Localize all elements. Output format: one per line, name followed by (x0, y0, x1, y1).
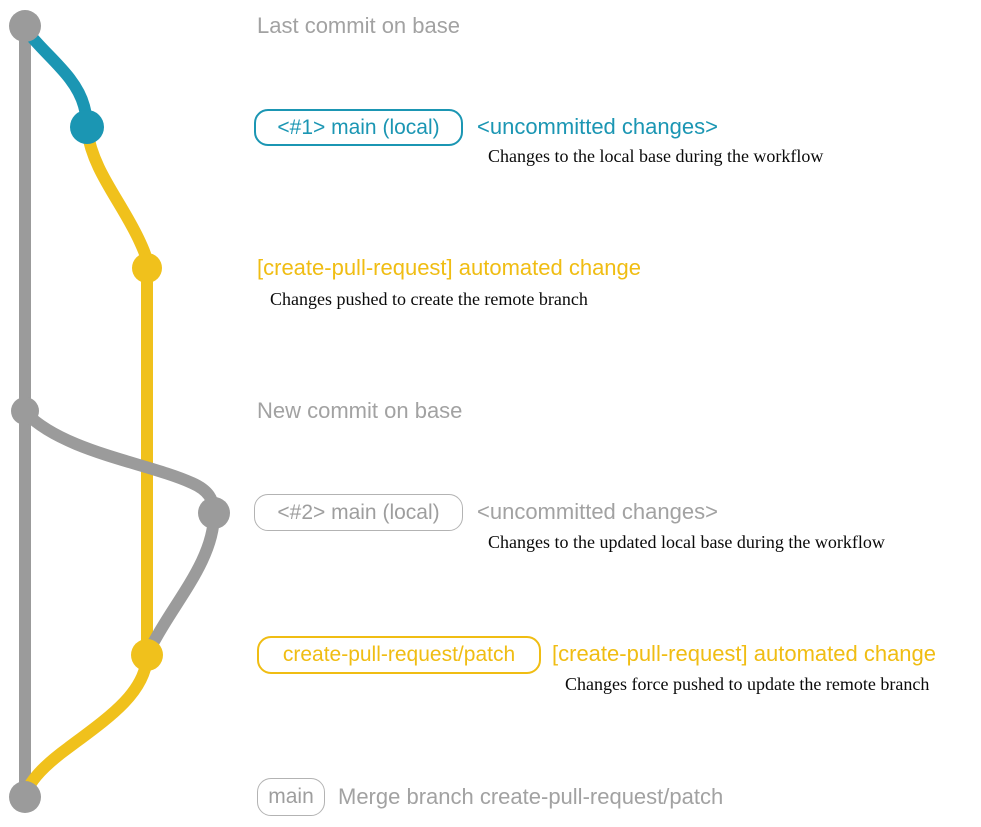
merge-commit-label: Merge branch create-pull-request/patch (338, 784, 724, 809)
annotation-push-create: Changes pushed to create the remote bran… (270, 289, 588, 309)
annotation-local-base: Changes to the local base during the wor… (488, 146, 824, 166)
edge-local2-to-patch (142, 508, 220, 662)
branch-badge-local-main-2: <#2> main (local) (254, 494, 463, 531)
uncommitted-changes-title-1: <uncommitted changes> (477, 114, 718, 139)
node-merge-commit (9, 781, 41, 813)
node-local-main-2 (198, 497, 230, 529)
annotation-updated-local-base: Changes to the updated local base during… (488, 532, 885, 552)
last-commit-label: Last commit on base (257, 13, 460, 38)
node-automated-change-2 (131, 639, 163, 671)
annotation-force-push: Changes force pushed to update the remot… (565, 674, 930, 694)
node-new-commit-on-base (11, 397, 39, 425)
branch-badge-patch: create-pull-request/patch (257, 636, 541, 674)
new-commit-label: New commit on base (257, 398, 463, 423)
edge-base-to-local2 (20, 407, 220, 520)
automated-change-title-1: [create-pull-request] automated change (257, 255, 642, 280)
automated-change-title-2: [create-pull-request] automated change (552, 641, 937, 666)
node-automated-change-1 (132, 253, 162, 283)
node-last-commit-on-base (9, 10, 41, 42)
edge-patch-branch (81, 124, 153, 661)
edge-patch-to-merge (20, 652, 153, 799)
uncommitted-changes-title-2: <uncommitted changes> (477, 499, 718, 524)
branch-badge-main: main (257, 778, 325, 816)
branch-badge-local-main-1: <#1> main (local) (254, 109, 463, 146)
node-local-main-1 (70, 110, 104, 144)
